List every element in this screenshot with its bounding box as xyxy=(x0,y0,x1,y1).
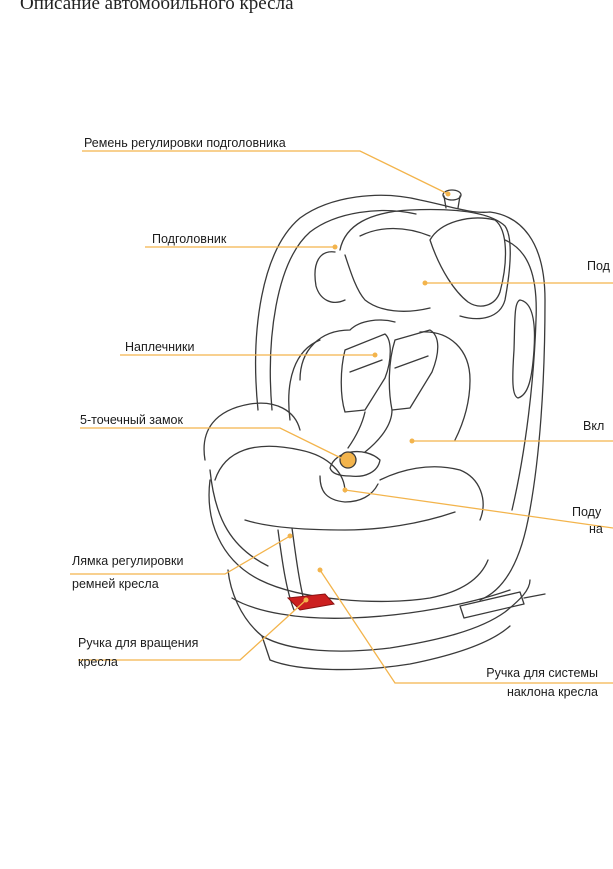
car-seat-illustration xyxy=(204,190,545,670)
label-right-insert-cut: Вкл xyxy=(583,419,613,434)
label-harness-adjust-line1: Лямка регулировки xyxy=(72,554,183,569)
label-shoulder-pads: Наплечники xyxy=(125,340,194,355)
label-recline-handle-line1: Ручка для системы xyxy=(420,666,598,681)
label-right-pad-cut-line2: на xyxy=(589,522,613,537)
label-recline-handle-line2: наклона кресла xyxy=(420,685,598,700)
label-right-pad-cut-line1: Поду xyxy=(572,505,613,520)
label-harness-adjust-line2: ремней кресла xyxy=(72,577,159,592)
label-rotation-handle-line2: кресла xyxy=(78,655,118,670)
leader-dots xyxy=(288,192,451,603)
label-headrest-strap: Ремень регулировки подголовника xyxy=(84,136,286,151)
label-buckle: 5-точечный замок xyxy=(80,413,183,428)
label-right-headrest-cut: Под xyxy=(587,259,613,274)
rotation-handle-mark xyxy=(288,594,334,610)
label-rotation-handle-line1: Ручка для вращения xyxy=(78,636,198,651)
label-headrest: Подголовник xyxy=(152,232,226,247)
